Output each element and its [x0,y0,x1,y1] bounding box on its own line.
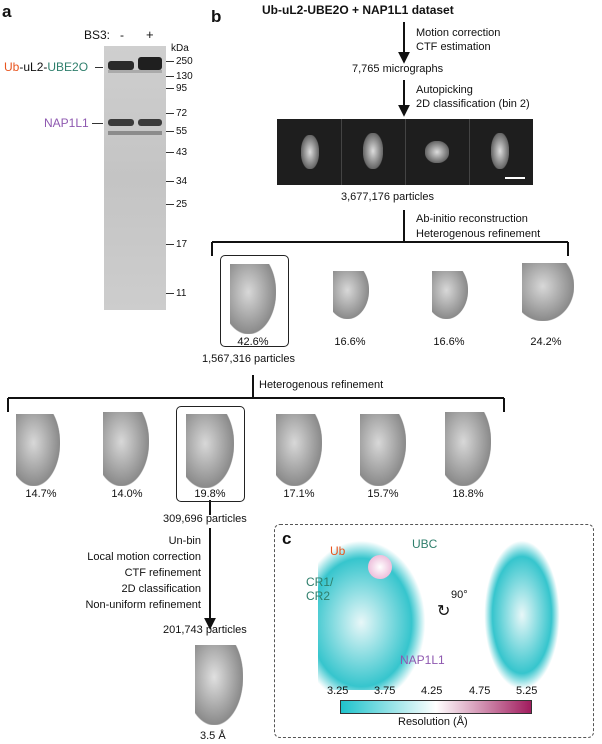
round1-percent-4: 24.2% [530,336,562,348]
gel-band-ube2o-minus [108,61,134,70]
nap1l1-map-label: NAP1L1 [400,653,445,667]
round1-selected-particles: 1,567,316 particles [202,353,295,365]
gel-band-nap1l1-plus [138,119,162,126]
step-un-bin: Un-bin [168,535,201,547]
step-local-motion: Local motion correction [87,551,201,563]
marker-17: 17 [176,239,188,250]
gel-band-minor [108,131,162,135]
round2-percent-1: 14.7% [25,488,57,500]
step-non-uniform: Non-uniform refinement [85,599,201,611]
ube2o-label: UBE2O [47,60,89,74]
map-round2-1 [16,414,60,486]
rotation-label: 90° [451,589,468,601]
kda-label: kDa [171,43,189,54]
panel-b-letter: b [211,7,222,26]
map-round2-3 [186,414,234,488]
step-ctf-estimation: CTF estimation [416,41,491,53]
ub-ul2-ube2o-label: Ub-uL2-UBE2O [4,61,88,74]
map-round1-3 [432,271,468,319]
ub-label: Ub [4,60,20,74]
map-round2-4 [276,414,322,486]
step-hetero-refinement-2: Heterogenous refinement [259,379,384,391]
2d-particles-count: 3,677,176 particles [341,191,434,203]
step-hetero-refinement-1: Heterogenous refinement [416,228,541,240]
map-round1-4 [522,263,574,321]
2d-class-averages [277,119,533,185]
marker-25: 25 [176,199,188,210]
colorbar-tick-3: 4.25 [421,685,443,697]
map-round1-1 [230,264,276,334]
round2-selected-particles: 309,696 particles [163,513,247,525]
ub-density [368,555,392,579]
ube2o-band-pointer [95,67,103,68]
scale-bar [505,177,525,179]
final-particles: 201,743 particles [163,624,247,636]
lane-minus-label: - [120,28,124,42]
round2-percent-4: 17.1% [283,488,315,500]
nap1l1-band-pointer [92,123,103,124]
round2-percent-3: 19.8% [194,488,226,500]
panel-c-box [274,524,594,738]
step-ctf-refinement: CTF refinement [124,567,201,579]
selected-class-box-1 [220,255,289,347]
step-2d-classification: 2D classification (bin 2) [416,98,530,110]
final-resolution: 3.5 Å [200,730,226,742]
resolution-colorbar [340,700,532,714]
marker-ticks [166,46,176,310]
map-round2-5 [360,414,406,486]
class-average-3 [425,141,449,163]
round2-percent-5: 15.7% [367,488,399,500]
marker-43: 43 [176,147,188,158]
local-resolution-map-side [484,540,560,690]
colorbar-tick-1: 3.25 [327,685,349,697]
step-motion-correction: Motion correction [416,27,501,39]
map-round2-2 [103,412,149,486]
gel-band-ube2o-plus [138,57,162,70]
class-average-2 [363,133,383,169]
map-round2-6 [445,412,491,486]
round1-percent-3: 16.6% [433,336,465,348]
marker-130: 130 [176,71,193,82]
colorbar-tick-2: 3.75 [374,685,396,697]
class-average-4 [491,133,509,169]
marker-250: 250 [176,56,193,67]
map-round1-2 [333,271,369,319]
gel-band-faint [108,70,162,73]
marker-34: 34 [176,176,188,187]
ul2-label: -uL2- [19,60,48,74]
panel-c-letter: c [282,529,292,548]
class-average-1 [301,135,319,169]
colorbar-title: Resolution (Å) [398,716,468,728]
step-autopicking: Autopicking [416,84,473,96]
round2-percent-2: 14.0% [111,488,143,500]
colorbar-tick-4: 4.75 [469,685,491,697]
step-ab-initio: Ab-initio reconstruction [416,213,528,225]
rotation-icon: ↻ [437,603,451,620]
marker-11: 11 [176,288,187,299]
round1-percent-2: 16.6% [334,336,366,348]
lane-plus-label: + [146,27,154,42]
ubc-map-label: UBC [412,537,438,551]
round2-percent-6: 18.8% [452,488,484,500]
step-2d-class-final: 2D classification [121,583,201,595]
micrographs-count: 7,765 micrographs [352,63,444,75]
gel-band-nap1l1-minus [108,119,134,126]
marker-72: 72 [176,108,188,119]
cr-map-label: CR1/ CR2 [306,575,334,603]
selected-class-box-2 [176,406,245,502]
sds-page-gel [104,46,166,310]
ub-map-label: Ub [330,544,346,558]
marker-55: 55 [176,126,188,137]
nap1l1-gel-label: NAP1L1 [44,116,89,130]
round1-percent-1: 42.6% [237,336,269,348]
dataset-title: Ub-uL2-UBE2O + NAP1L1 dataset [262,3,454,17]
marker-95: 95 [176,83,188,94]
colorbar-tick-5: 5.25 [516,685,538,697]
panel-a-letter: a [2,2,12,21]
bs3-label: BS3: [84,28,111,42]
final-map [195,645,243,725]
